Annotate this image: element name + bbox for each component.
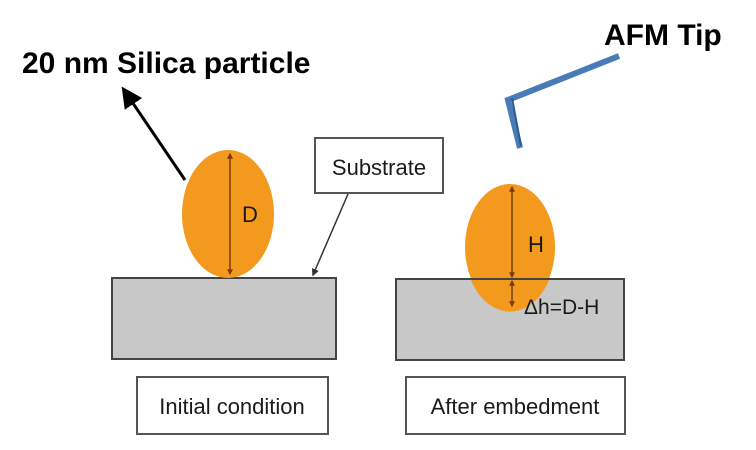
particle-label-arrow: [121, 86, 187, 181]
after-caption-box: [405, 376, 626, 435]
embed-depth-label: Δh=D-H: [524, 296, 599, 319]
initial-caption-box: [136, 376, 329, 435]
height-symbol: H: [528, 232, 544, 257]
substrate-callout-arrow: [311, 193, 349, 277]
silica-particle-initial: [182, 150, 274, 278]
initial-caption: Initial condition: [159, 394, 305, 419]
particle-label: 20 nm Silica particle: [22, 47, 310, 80]
substrate-block-initial: [111, 277, 337, 360]
after-caption: After embedment: [431, 394, 600, 419]
substrate-label-box: [314, 137, 444, 194]
substrate-label: Substrate: [332, 155, 426, 180]
afm-tip-label: AFM Tip: [604, 19, 722, 52]
diameter-symbol: D: [242, 202, 258, 227]
afm-tip-icon: [504, 53, 621, 149]
